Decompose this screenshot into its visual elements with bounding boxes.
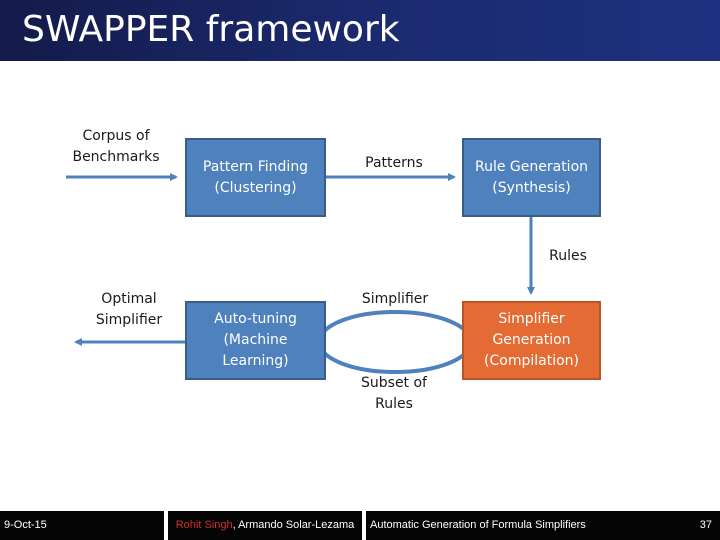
corpus-label: Corpus of Benchmarks [72,128,160,165]
rule-generation-box: Rule Generation (Synthesis) [462,138,601,217]
footer-date: 9-Oct-15 [0,511,164,540]
title-bar: SWAPPER framework [0,0,720,61]
footer-talk: Automatic Generation of Formula Simplifi… [366,511,720,540]
simplifier-generation-box: Simplifier Generation (Compilation) [462,301,601,380]
subset-of-rules-label: Subset of Rules [361,375,427,412]
patterns-label: Patterns [365,155,423,171]
optimal-simplifier-label: Optimal Simplifier [95,291,163,328]
footer-authors: Rohit Singh, Armando Solar-Lezama [168,511,362,540]
footer-author-rest: , Armando Solar-Lezama [232,519,355,531]
simplifier-label: Simplifier [361,291,429,307]
footer: 9-Oct-15 Rohit Singh, Armando Solar-Leza… [0,511,720,540]
footer-page-number: 37 [699,519,712,531]
slide-title: SWAPPER framework [22,9,400,50]
feedback-loop [317,310,473,374]
auto-tuning-box: Auto-tuning (Machine Learning) [185,301,326,380]
pattern-finding-box: Pattern Finding (Clustering) [185,138,326,217]
rules-label: Rules [549,248,587,264]
footer-talk-title: Automatic Generation of Formula Simplifi… [370,519,586,531]
footer-author-highlight: Rohit Singh [175,519,233,531]
